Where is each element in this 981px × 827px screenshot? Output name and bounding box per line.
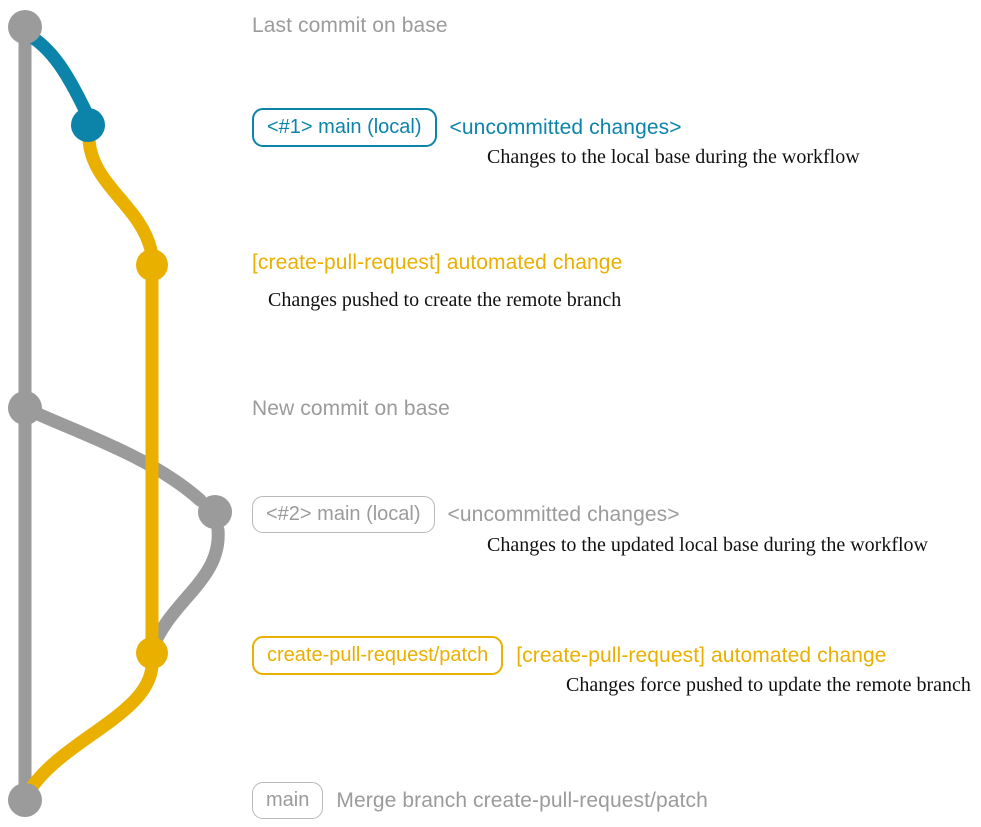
commit-row-new-commit: New commit on base [252, 396, 450, 422]
edge-local1-to-patch-create [82, 133, 158, 257]
commit-subject-patch-update: [create-pull-request] automated change [516, 643, 887, 667]
edge-base-to-local2 [18, 401, 207, 507]
ref-badge-patch-update[interactable]: create-pull-request/patch [252, 636, 504, 675]
ref-badge-main[interactable]: main [252, 782, 324, 819]
ref-badge-local-1[interactable]: <#1> main (local) [252, 108, 437, 147]
edge-base-to-local1 [20, 27, 92, 117]
edge-patch-to-merge [21, 658, 159, 800]
commit-description-local-1: Changes to the local base during the wor… [487, 146, 860, 168]
commit-description-patch-create: Changes pushed to create the remote bran… [268, 289, 622, 311]
commit-node-patch-create[interactable] [136, 249, 168, 281]
commit-row-patch-update: create-pull-request/patch [create-pull-r… [252, 636, 887, 675]
commit-node-base-new[interactable] [8, 391, 42, 425]
ref-badge-local-2[interactable]: <#2> main (local) [252, 496, 435, 533]
commit-row-patch-create: [create-pull-request] automated change [252, 252, 622, 274]
commit-subject-local-2: <uncommitted changes> [447, 502, 680, 526]
commit-subject-new-commit: New commit on base [252, 397, 450, 420]
commit-description-patch-update: Changes force pushed to update the remot… [566, 674, 971, 696]
commit-row-merge: main Merge branch create-pull-request/pa… [252, 782, 708, 819]
commit-graph [8, 10, 232, 817]
edge-local2-to-patch-update [145, 523, 225, 657]
commit-node-local-2[interactable] [198, 495, 232, 529]
commit-node-patch-update[interactable] [136, 637, 168, 669]
commit-subject-merge: Merge branch create-pull-request/patch [336, 788, 708, 812]
commit-row-local-2: <#2> main (local) <uncommitted changes> [252, 496, 680, 533]
commit-subject-last-commit: Last commit on base [252, 14, 448, 37]
commit-subject-local-1: <uncommitted changes> [449, 115, 682, 139]
commit-node-base-last[interactable] [8, 10, 42, 44]
commit-row-local-1: <#1> main (local) <uncommitted changes> [252, 108, 682, 147]
commit-node-base-merge[interactable] [8, 783, 42, 817]
commit-subject-patch-create: [create-pull-request] automated change [252, 251, 623, 274]
commit-row-last-commit: Last commit on base [252, 13, 448, 39]
commit-node-local-1[interactable] [71, 108, 105, 142]
commit-description-local-2: Changes to the updated local base during… [487, 534, 928, 556]
